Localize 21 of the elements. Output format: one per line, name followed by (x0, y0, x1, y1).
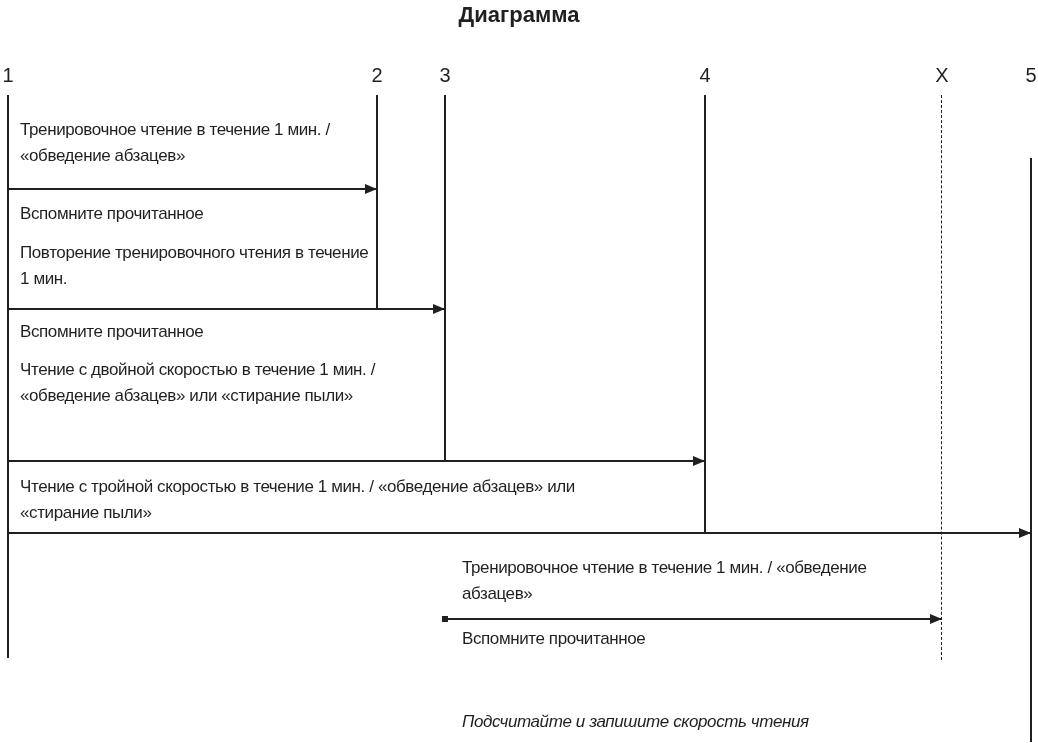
diagram-title: Диаграмма (457, 2, 581, 28)
arrow (8, 456, 706, 466)
marker-number: 5 (1024, 64, 1038, 86)
marker-number: 2 (370, 64, 384, 86)
marker-number: X (934, 64, 950, 86)
step-text: Вспомните прочитанное (20, 203, 205, 225)
step-text: Повторение тренировочного чтения в течение 1 мин. (20, 242, 370, 290)
step-text: Подсчитайте и запишите скорость чтения (462, 711, 810, 733)
arrow (442, 614, 943, 624)
arrow (8, 184, 378, 194)
step-text: Вспомните прочитанное (20, 321, 205, 343)
marker-number: 3 (438, 64, 452, 86)
marker-number: 1 (1, 64, 15, 86)
marker-number: 4 (698, 64, 712, 86)
step-text: Тренировочное чтение в течение 1 мин. / «обведение абзацев» (20, 119, 331, 167)
arrow (8, 528, 1032, 538)
step-text: Чтение с двойной скоростью в течение 1 мин. / «обведение абзацев» или «стирание пыли» (20, 359, 377, 407)
step-text: Вспомните прочитанное (462, 628, 647, 650)
step-text: Чтение с тройной скоростью в течение 1 мин. / «обведение абзацев» или «стирание пыли» (20, 476, 576, 524)
arrow (8, 304, 446, 314)
step-text: Тренировочное чтение в течение 1 мин. / «обведение абзацев» (462, 557, 868, 605)
